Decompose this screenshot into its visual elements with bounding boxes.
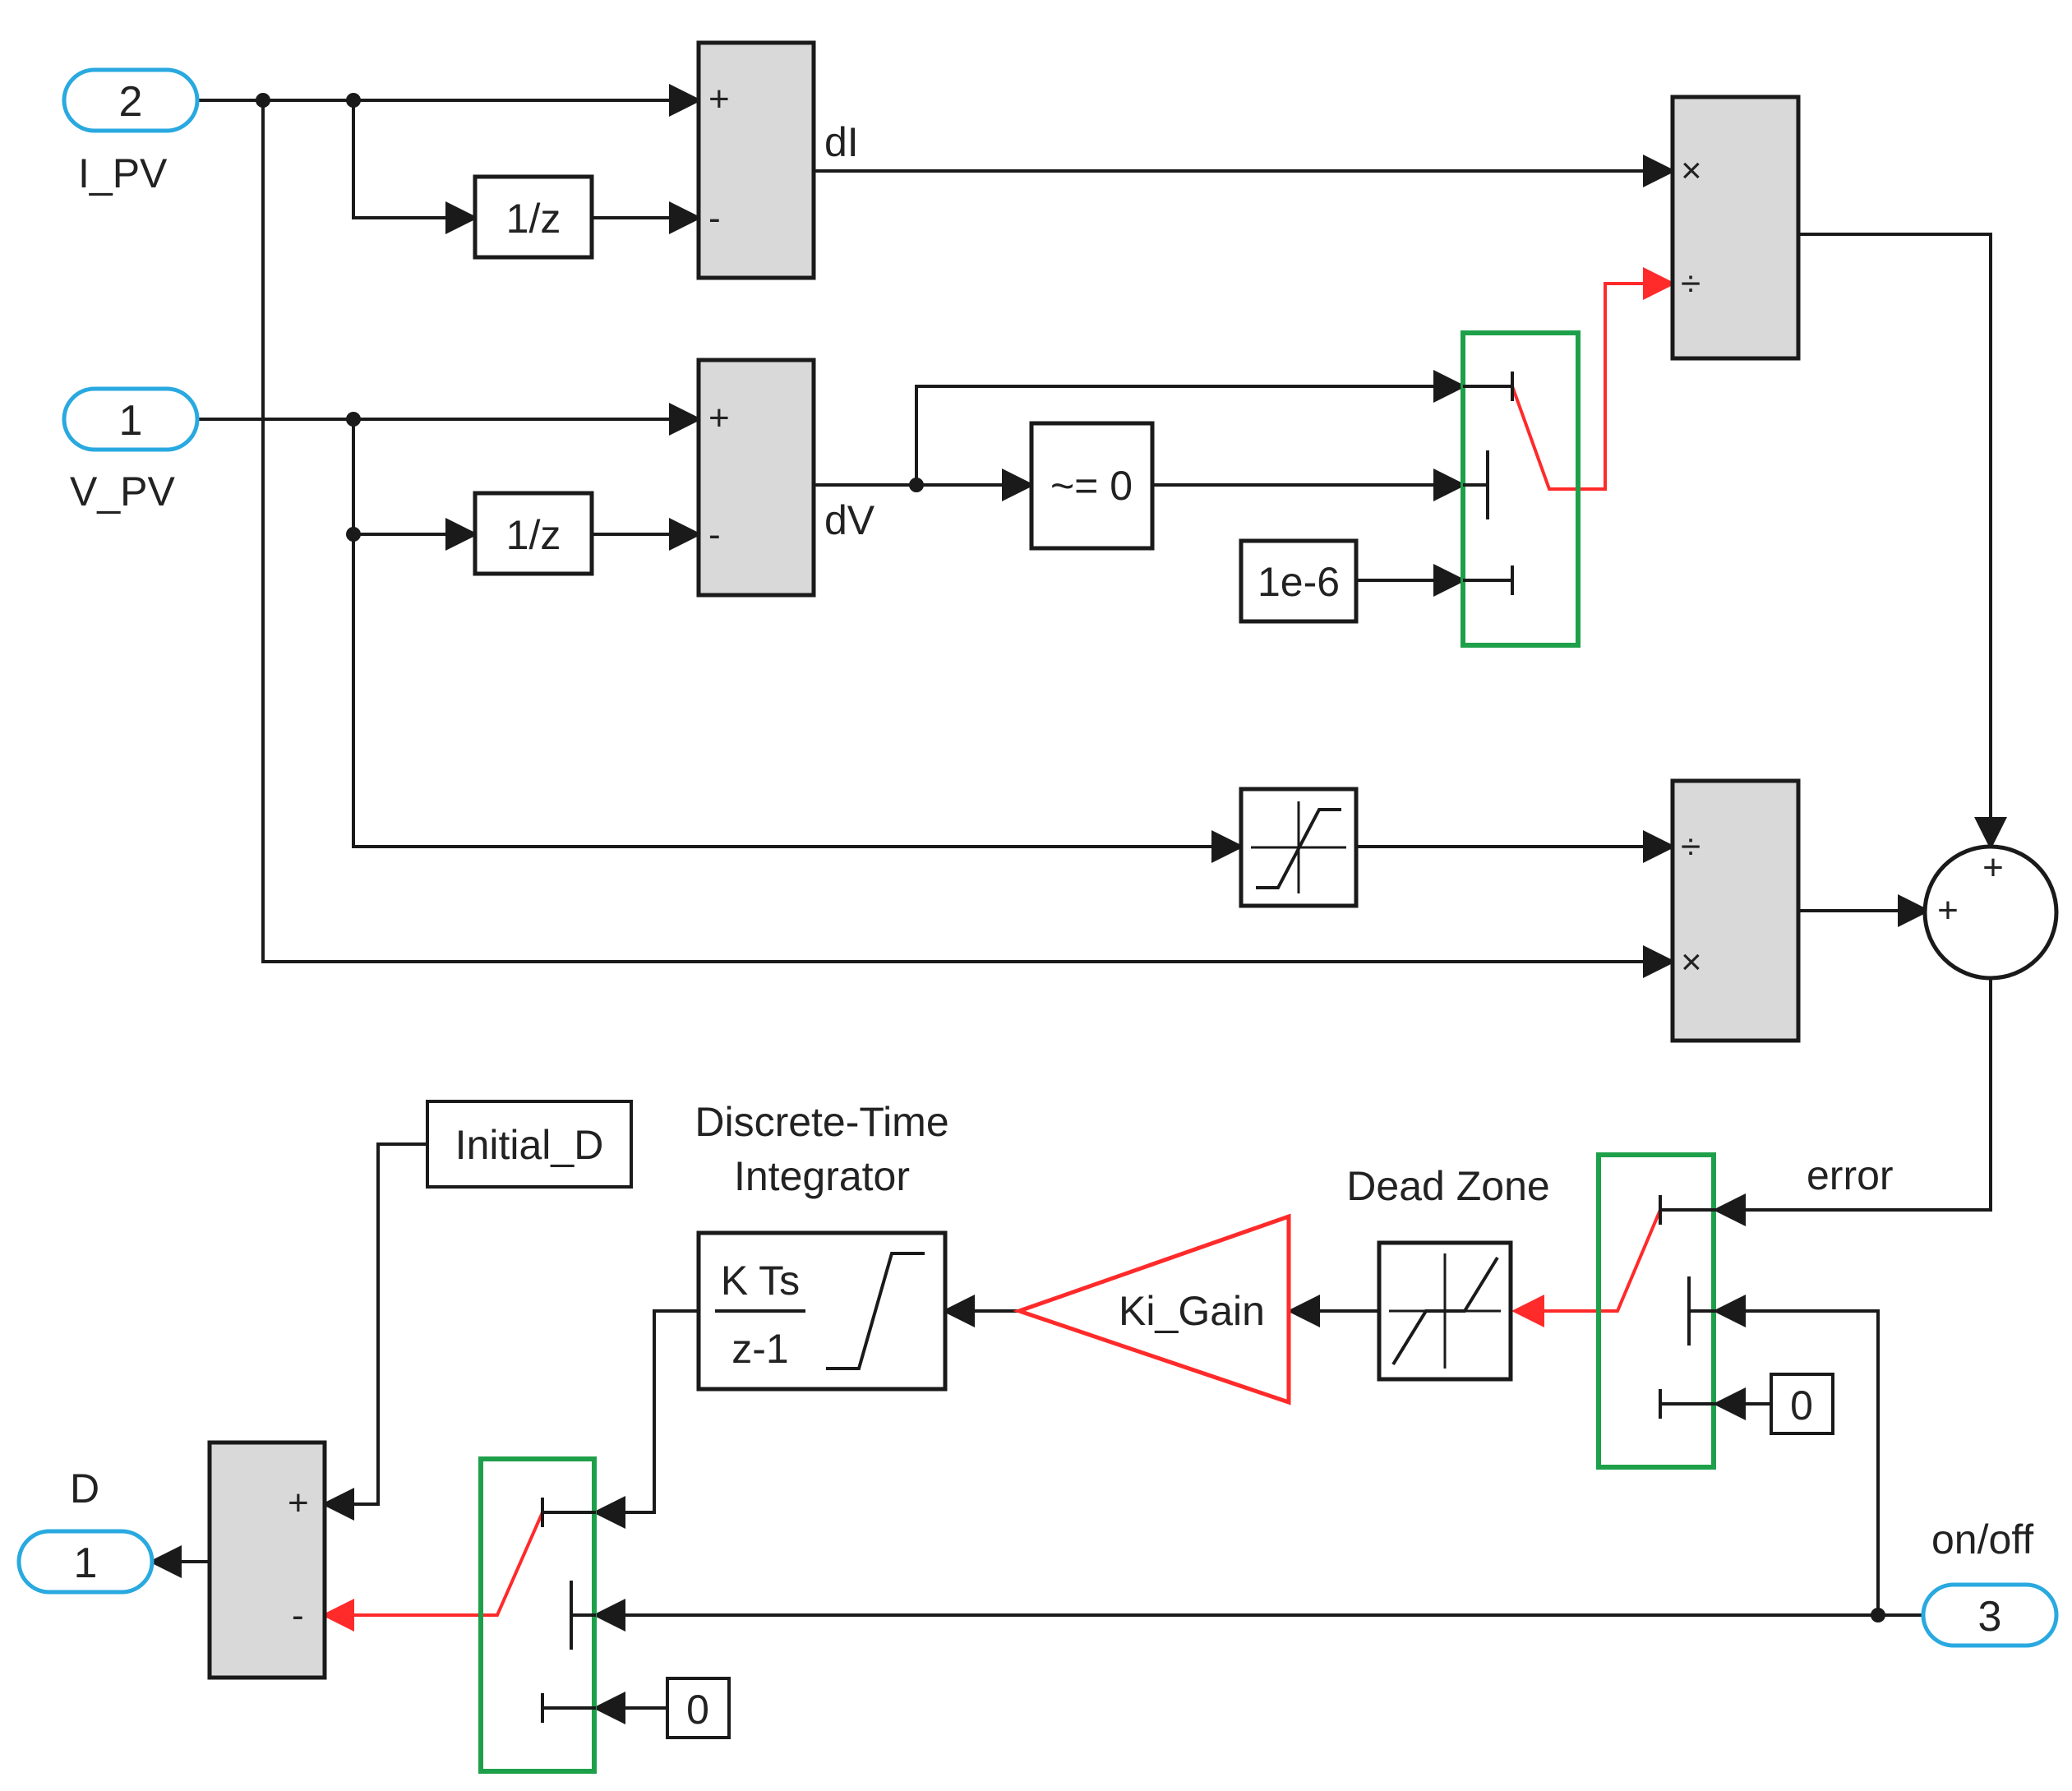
outport-d[interactable]: 1 [16,1529,155,1595]
constant-zero-block[interactable]: 0 [1770,1373,1834,1435]
inport-number: 2 [119,78,143,126]
junction-dot [346,527,361,542]
initial-label: Initial_D [455,1122,604,1168]
constant-eps-block[interactable]: 1e-6 [1239,538,1359,624]
sign-divide: ÷ [1681,827,1701,867]
sign-times: × [1681,942,1702,982]
wire-integrator-to-switch3 [593,1309,699,1529]
wire-switch2-out [1511,1209,1662,1327]
switch-enable-error[interactable] [1596,1152,1716,1470]
inport-label: on/off [1931,1516,2033,1563]
wire-error-to-switch2 [1713,978,1992,1226]
inport-number: 1 [119,397,143,445]
constant-label: 0 [1790,1382,1813,1429]
junction-dot [909,478,924,492]
inport-on-off[interactable]: 3 [1921,1582,2059,1648]
wire-onoff-to-switch2 [1713,1295,1880,1615]
wire-vpv-to-delay2 [352,419,478,551]
unit-delay-voltage[interactable]: 1/z [473,491,594,576]
constant-label: 1e-6 [1258,559,1340,605]
sign-minus: - [708,515,721,555]
junction-dot [256,93,270,108]
integrator-title-line1: Discrete-Time [695,1099,948,1145]
integrator-denominator: z-1 [731,1326,788,1372]
inport-number: 3 [1978,1593,2002,1641]
unit-delay-current[interactable]: 1/z [473,174,594,260]
sign-plus: + [708,79,730,119]
sum-block-duty[interactable]: + - [207,1440,327,1680]
wire-vpv-to-saturation [352,534,1244,863]
constant-zero-block[interactable]: 0 [666,1677,731,1739]
sign-minus: - [708,198,721,238]
sign-minus: - [292,1595,304,1636]
compare-label: ~= 0 [1050,463,1133,509]
integrator-numerator: K Ts [721,1258,800,1304]
sign-plus: + [708,398,730,438]
inport-v-pv[interactable]: 1 [62,386,200,452]
product-block-di-dv[interactable]: × ÷ [1670,95,1801,361]
switch-enable-integrator[interactable] [478,1456,597,1774]
sign-plus: + [288,1483,309,1523]
sum-circle-error[interactable]: + + [1922,844,2059,981]
saturation-block[interactable] [1239,787,1359,908]
constant-label: 0 [686,1687,709,1733]
product-block-i-v[interactable]: ÷ × [1670,778,1801,1043]
sum-block-di[interactable]: + - [696,40,816,280]
sign-divide: ÷ [1681,264,1701,304]
signal-label-error: error [1807,1152,1894,1198]
delay-label: 1/z [506,196,561,242]
wire-product1-to-sum [1798,233,2007,850]
signal-label-dv: dV [824,497,875,543]
integrator-title-line2: Integrator [734,1153,910,1199]
delay-label: 1/z [506,512,561,558]
wire-ipv-to-product2-times [261,100,1676,978]
wire-ipv-to-delay1 [352,100,478,234]
signal-label-di: dI [824,119,859,165]
dead-zone-block[interactable] [1377,1240,1513,1382]
junction-dot [1871,1608,1885,1623]
initial-d-block[interactable]: Initial_D [426,1100,633,1189]
compare-to-zero-block[interactable]: ~= 0 [1029,421,1155,551]
gain-block-ki[interactable]: Ki_Gain [1013,1213,1291,1406]
sum-block-dv[interactable]: + - [696,358,816,598]
junction-dot [346,412,361,427]
inport-label: V_PV [70,469,176,515]
outport-label: D [70,1466,99,1512]
outport-number: 1 [74,1539,98,1587]
wire-dv-to-switch1-top [915,370,1466,485]
sign-plus: + [1982,847,2004,888]
inport-i-pv[interactable]: 2 [62,67,200,133]
wire-switch3-out [321,1512,544,1632]
junction-dot [346,93,361,108]
wire-switch1-out [1511,267,1676,491]
dead-zone-title: Dead Zone [1346,1163,1549,1209]
sign-plus: + [1937,890,1959,930]
inport-label: I_PV [78,150,168,196]
wire-initial-to-sum3 [321,1142,427,1521]
gain-label: Ki_Gain [1119,1288,1265,1334]
discrete-time-integrator-block[interactable]: K Ts z-1 [696,1230,948,1392]
switch-divide-protect[interactable] [1461,330,1581,648]
sign-times: × [1681,150,1702,191]
